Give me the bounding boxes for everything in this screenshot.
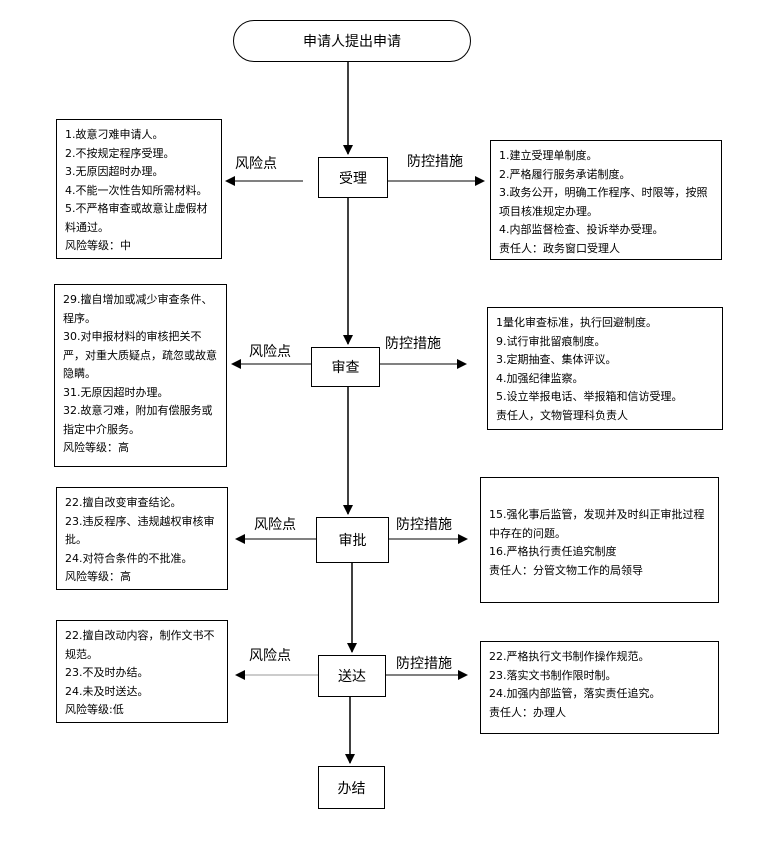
risk-level: 风险等级：中 bbox=[65, 239, 131, 252]
risk-item: 3.无原因超时办理。 bbox=[65, 165, 164, 178]
control-owner: 责任人：办理人 bbox=[489, 705, 566, 719]
risk-box-review: 29.擅自增加或减少审查条件、程序。 30.对申报材料的审核把关不严，对重大质疑… bbox=[54, 284, 227, 467]
risk-item: 22.擅自改动内容，制作文书不规范。 bbox=[65, 629, 215, 661]
control-item: 23.落实文书制作限时制。 bbox=[489, 668, 617, 682]
risk-item: 1.故意刁难申请人。 bbox=[65, 128, 164, 141]
control-label-3: 防控措施 bbox=[396, 517, 452, 533]
control-box-approve: 15.强化事后监管，发现并及时纠正审批过程中存在的问题。 16.严格执行责任追究… bbox=[480, 477, 719, 603]
control-owner: 责任人，文物管理科负责人 bbox=[496, 408, 628, 422]
control-owner: 责任人：政务窗口受理人 bbox=[499, 241, 620, 255]
risk-label-3: 风险点 bbox=[254, 517, 296, 533]
control-label-2: 防控措施 bbox=[385, 336, 441, 352]
control-label-1: 防控措施 bbox=[407, 154, 463, 170]
risk-item: 22.擅自改变审查结论。 bbox=[65, 496, 182, 509]
control-item: 22.严格执行文书制作操作规范。 bbox=[489, 650, 650, 663]
risk-item: 23.违反程序、违规越权审核审批。 bbox=[65, 514, 215, 547]
risk-item: 2.不按规定程序受理。 bbox=[65, 146, 175, 160]
risk-item: 30.对申报材料的审核把关不严，对重大质疑点，疏忽或故意隐瞒。 bbox=[63, 330, 217, 380]
risk-level: 风险等级:低 bbox=[65, 703, 124, 716]
control-item: 1.建立受理单制度。 bbox=[499, 149, 598, 162]
risk-label-2: 风险点 bbox=[249, 344, 291, 360]
control-item: 5.设立举报电话、举报箱和信访受理。 bbox=[496, 390, 683, 403]
risk-box-accept: 1.故意刁难申请人。 2.不按规定程序受理。 3.无原因超时办理。 4.不能一次… bbox=[56, 119, 222, 259]
control-box-deliver: 22.严格执行文书制作操作规范。 23.落实文书制作限时制。 24.加强内部监管… bbox=[480, 641, 719, 734]
risk-box-deliver: 22.擅自改动内容，制作文书不规范。 23.不及时办结。 24.未及时送达。 风… bbox=[56, 620, 228, 723]
control-item: 24.加强内部监管，落实责任追究。 bbox=[489, 687, 661, 700]
risk-box-approve: 22.擅自改变审查结论。 23.违反程序、违规越权审核审批。 24.对符合条件的… bbox=[56, 487, 228, 590]
risk-item: 24.对符合条件的不批准。 bbox=[65, 551, 193, 565]
control-label-4: 防控措施 bbox=[396, 656, 452, 672]
risk-level: 风险等级：高 bbox=[65, 570, 131, 583]
risk-label-1: 风险点 bbox=[235, 156, 277, 172]
step-approve: 审批 bbox=[316, 517, 389, 563]
control-item: 1量化审查标准，执行回避制度。 bbox=[496, 316, 657, 329]
control-item: 3.定期抽查、集体评议。 bbox=[496, 353, 617, 366]
control-item: 4.加强纪律监察。 bbox=[496, 371, 584, 385]
end-node: 办结 bbox=[318, 766, 385, 809]
step-review: 审查 bbox=[311, 347, 380, 387]
risk-item: 23.不及时办结。 bbox=[65, 666, 149, 679]
step-accept: 受理 bbox=[318, 157, 388, 198]
step-deliver: 送达 bbox=[318, 655, 386, 697]
control-item: 16.严格执行责任追究制度 bbox=[489, 545, 617, 558]
risk-item: 4.不能一次性告知所需材料。 bbox=[65, 183, 208, 197]
risk-label-4: 风险点 bbox=[249, 648, 291, 664]
risk-item: 29.擅自增加或减少审查条件、程序。 bbox=[63, 293, 213, 325]
start-node: 申请人提出申请 bbox=[233, 20, 471, 62]
control-item: 4.内部监督检查、投诉举办受理。 bbox=[499, 223, 664, 236]
control-item: 9.试行审批留痕制度。 bbox=[496, 334, 606, 348]
risk-item: 32.故意刁难，附加有偿服务或指定中介服务。 bbox=[63, 404, 213, 436]
control-box-review: 1量化审查标准，执行回避制度。 9.试行审批留痕制度。 3.定期抽查、集体评议。… bbox=[487, 307, 723, 430]
control-item: 3.政务公开，明确工作程序、时限等，按照项目核准规定办理。 bbox=[499, 186, 708, 218]
risk-level: 风险等级：高 bbox=[63, 441, 129, 454]
control-item: 15.强化事后监管，发现并及时纠正审批过程中存在的问题。 bbox=[489, 508, 705, 540]
control-box-accept: 1.建立受理单制度。 2.严格履行服务承诺制度。 3.政务公开，明确工作程序、时… bbox=[490, 140, 722, 260]
risk-item: 31.无原因超时办理。 bbox=[63, 385, 169, 399]
control-owner: 责任人：分管文物工作的局领导 bbox=[489, 563, 643, 577]
risk-item: 24.未及时送达。 bbox=[65, 684, 149, 698]
risk-item: 5.不严格审查或故意让虚假材料通过。 bbox=[65, 202, 208, 234]
control-item: 2.严格履行服务承诺制度。 bbox=[499, 167, 631, 181]
